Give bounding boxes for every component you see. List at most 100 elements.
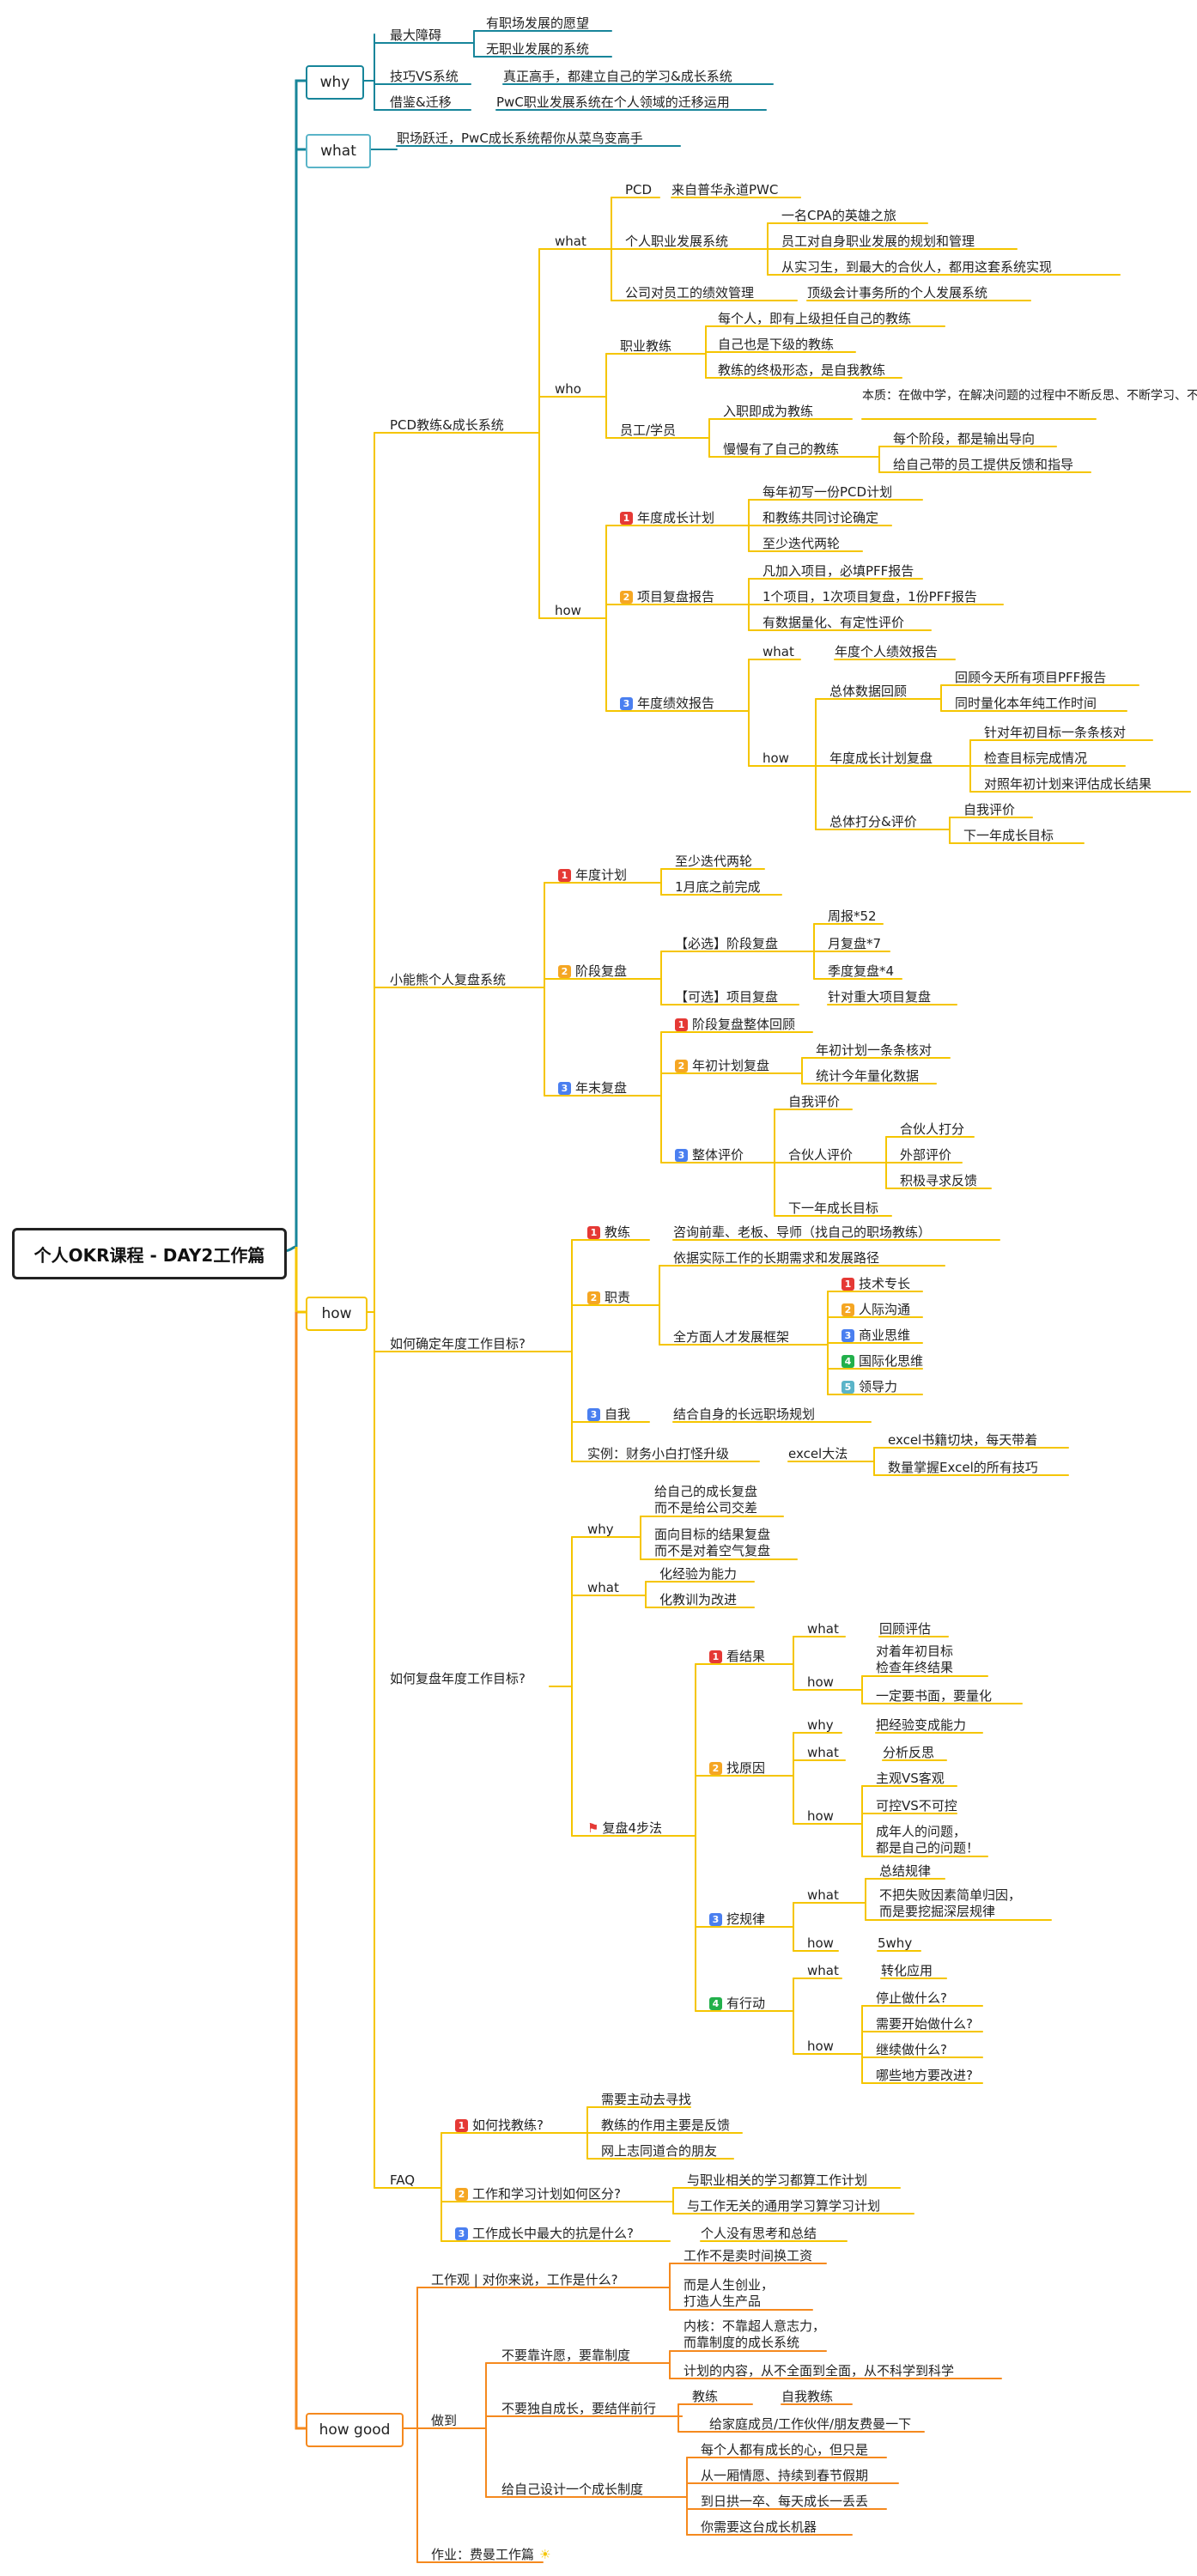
pcd-perf[interactable]: 公司对员工的绩效管理 [625,285,755,301]
s1-h1[interactable]: 对着年初目标 检查年终结果 [876,1643,954,1675]
grad-2[interactable]: 给自己带的员工提供反馈和指导 [893,457,1074,472]
faq-q1b[interactable]: 教练的作用主要是反馈 [601,2117,731,2133]
coach-2[interactable]: 自己也是下级的教练 [718,337,835,352]
p3-what-v[interactable]: 年度个人绩效报告 [835,644,939,659]
staff-enter[interactable]: 入职即成为教练 [723,404,814,419]
pcd-sys[interactable]: 个人职业发展系统 [625,234,729,249]
s2-why[interactable]: why [807,1717,834,1733]
s2-h2[interactable]: 可控VS不可控 [876,1798,957,1814]
borrow-node[interactable]: 借鉴&迁移 [390,94,452,110]
coach-1[interactable]: 每个人，即有上级担任自己的教练 [718,311,912,326]
grad-1[interactable]: 每个阶段，都是输出导向 [893,431,1036,447]
s3-how[interactable]: how [807,1935,834,1951]
pcd-origin[interactable]: 来自普华永道PWC [671,182,779,197]
goal-me-v[interactable]: 结合自身的长远职场规划 [673,1406,816,1422]
root-node[interactable]: 个人OKR课程 - DAY2工作篇 [12,1228,287,1279]
staff-essence[interactable]: 本质：在做中学，在解决问题的过程中不断反思、不断学习、不断成长 [862,389,1197,403]
what-value[interactable]: 职场跃迁，PwC成长系统帮你从菜鸟变高手 [397,131,643,146]
good-d1[interactable]: 每个人都有成长的心，但只是 [701,2442,869,2458]
why-node[interactable]: why [306,65,364,100]
coach-node[interactable]: 职业教练 [620,338,672,354]
p2-a[interactable]: 凡加入项目，必填PFF报告 [763,563,914,579]
score-2[interactable]: 下一年成长目标 [963,828,1054,843]
good-d4[interactable]: 你需要这台成长机器 [701,2519,817,2535]
growth-3[interactable]: 对照年初计划来评估成长结果 [984,776,1152,792]
rev-wh2[interactable]: 化教训为改进 [659,1592,738,1607]
p2-c[interactable]: 有数据量化、有定性评价 [763,615,905,630]
s4-h4[interactable]: 哪些地方要改进? [876,2068,973,2083]
barrier-node[interactable]: 最大障碍 [390,27,442,43]
s3-what[interactable]: what [807,1887,839,1903]
faq-q2a[interactable]: 与职业相关的学习都算工作计划 [687,2172,868,2188]
bear-opt-v[interactable]: 针对重大项目复盘 [828,989,932,1005]
pcd-sys-2[interactable]: 员工对自身职业发展的规划和管理 [781,234,975,249]
good-al1v[interactable]: 自我教练 [781,2389,834,2404]
how-good-node[interactable]: how good [306,2413,404,2447]
barrier-1[interactable]: 有职场发展的愿望 [486,15,590,31]
pcd-perf-v[interactable]: 顶级会计事务所的个人发展系统 [807,285,988,301]
p3-how[interactable]: how [763,750,789,766]
s1-what-v[interactable]: 回顾评估 [879,1621,932,1637]
s4-what[interactable]: what [807,1963,839,1978]
s2-h1[interactable]: 主观VS客观 [876,1771,945,1786]
s1-how[interactable]: how [807,1674,834,1690]
goal-duty1[interactable]: 依据实际工作的长期需求和发展路径 [673,1250,880,1266]
growth-node[interactable]: 年度成长计划复盘 [829,750,933,766]
s2-what-v[interactable]: 分析反思 [883,1745,935,1760]
bear-pa2[interactable]: 外部评价 [900,1147,952,1163]
rev-w2[interactable]: 面向目标的结果复盘 而不是对着空气复盘 [654,1527,771,1558]
s1-what[interactable]: what [807,1621,839,1637]
s2-why-v[interactable]: 把经验变成能力 [876,1717,967,1733]
excel-1[interactable]: excel书籍切块，每天带着 [888,1432,1038,1448]
bear-m1[interactable]: 周报*52 [828,908,877,924]
good-al2[interactable]: 给家庭成员/工作伙伴/朋友费曼一下 [709,2416,912,2432]
how-node[interactable]: how [306,1297,368,1331]
review-1[interactable]: 回顾今天所有项目PFF报告 [955,670,1107,685]
bear-m3[interactable]: 季度复盘*4 [828,963,895,979]
skill-node[interactable]: 技巧VS系统 [390,69,459,84]
growth-1[interactable]: 针对年初目标一条条核对 [984,725,1127,740]
s3-w1[interactable]: 总结规律 [879,1863,932,1879]
goal-title[interactable]: 如何确定年度工作目标? [390,1336,526,1352]
borrow-value[interactable]: PwC职业发展系统在个人领域的迁移运用 [496,94,730,110]
rev-why[interactable]: why [587,1522,614,1537]
good-sy1[interactable]: 内核：不靠超人意志力， 而靠制度的成长系统 [684,2318,826,2350]
bear-self[interactable]: 自我评价 [788,1094,841,1109]
pcd-sys-1[interactable]: 一名CPA的英雄之旅 [781,208,896,223]
pcd-what[interactable]: what [555,234,586,249]
s1-h2[interactable]: 一定要书面，要量化 [876,1688,993,1704]
pcd-system[interactable]: PCD教练&成长系统 [390,417,504,433]
goal-case[interactable]: 实例：财务小白打怪升级 [587,1446,730,1461]
review-node[interactable]: 总体数据回顾 [829,683,908,699]
good-hw[interactable]: 作业：费曼工作篇☀ [431,2547,551,2562]
s3-how-v[interactable]: 5why [878,1935,913,1951]
bear-pa1[interactable]: 合伙人打分 [900,1121,965,1137]
faq-q1c[interactable]: 网上志同道合的朋友 [601,2143,718,2159]
bear-system[interactable]: 小能熊个人复盘系统 [390,972,507,987]
bear-opt[interactable]: 【可选】项目复盘 [675,989,779,1005]
s4-how[interactable]: how [807,2038,834,2054]
rev-what[interactable]: what [587,1580,619,1595]
staff-grad[interactable]: 慢慢有了自己的教练 [723,441,840,457]
s2-h3[interactable]: 成年人的问题， 都是自己的问题！ [876,1824,980,1856]
p1-a[interactable]: 每年初写一份PCD计划 [763,484,893,500]
bear-must[interactable]: 【必选】阶段复盘 [675,936,779,951]
p1-b[interactable]: 和教练共同讨论确定 [763,510,879,526]
review-2[interactable]: 同时量化本年纯工作时间 [955,696,1097,711]
faq-title[interactable]: FAQ [390,2172,416,2188]
staff-node[interactable]: 员工/学员 [620,422,677,438]
